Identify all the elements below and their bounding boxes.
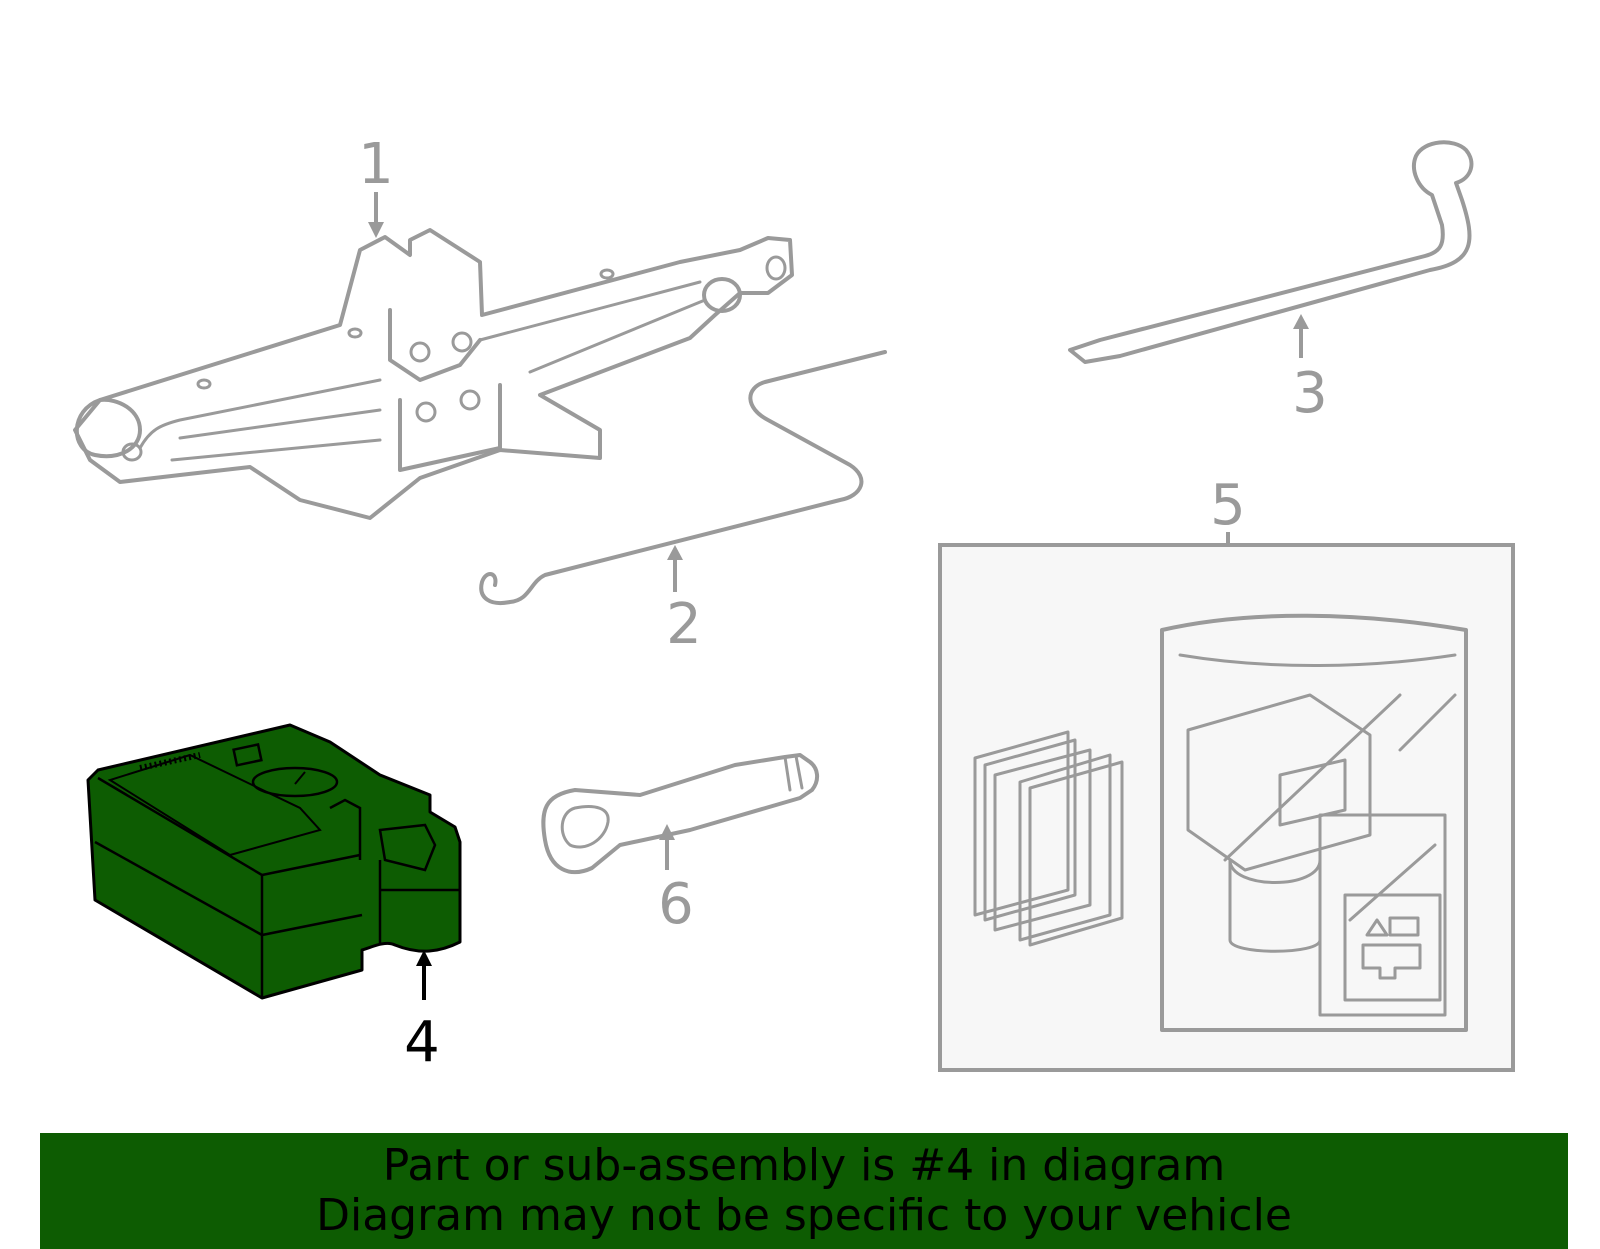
scissor-jack (73, 228, 794, 520)
callout-5-label: 5 (1210, 473, 1246, 538)
callout-1-label: 1 (358, 132, 394, 197)
callout-2: 2 (666, 545, 702, 657)
banner-line-2: Diagram may not be specific to your vehi… (316, 1190, 1292, 1241)
lug-wrench (1068, 140, 1474, 364)
callout-6: 6 (658, 824, 694, 937)
tow-hook (541, 753, 819, 874)
jack-handle (479, 350, 887, 605)
callout-4-label: 4 (404, 1010, 440, 1075)
repair-kit-manuals (938, 543, 1515, 1072)
callout-2-label: 2 (666, 592, 702, 657)
info-banner: Part or sub-assembly is #4 in diagram Di… (40, 1133, 1568, 1249)
banner-line-1: Part or sub-assembly is #4 in diagram (382, 1140, 1226, 1191)
callout-4: 4 (404, 950, 440, 1075)
tire-repair-compressor (86, 723, 462, 1000)
callout-5: 5 (1210, 473, 1246, 545)
callout-3-label: 3 (1292, 361, 1328, 426)
callout-3: 3 (1292, 314, 1328, 426)
callout-1: 1 (358, 132, 394, 238)
callout-6-label: 6 (658, 872, 694, 937)
